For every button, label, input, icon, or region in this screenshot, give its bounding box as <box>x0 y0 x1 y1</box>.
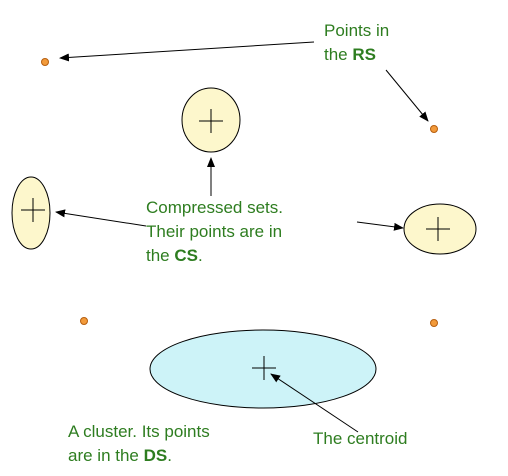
cs-cluster-top <box>181 87 241 153</box>
cs-label-line2: Their points are in <box>146 222 283 241</box>
rs-label-line1: Points in <box>324 21 390 40</box>
arrow-cs-right <box>356 221 404 231</box>
cs-label-line3: the CS. <box>146 246 203 265</box>
arrow-rs-right <box>385 69 429 122</box>
rs-label-line2: the RS <box>324 45 376 64</box>
ds-label-line2: are in the DS. <box>68 446 172 465</box>
rs-point-2 <box>430 125 438 133</box>
rs-point-4 <box>430 319 438 327</box>
rs-label: Points in the RS <box>324 19 389 67</box>
rs-point-3 <box>80 317 88 325</box>
arrow-rs-left <box>59 41 315 62</box>
cs-cluster-right <box>403 203 477 255</box>
arrow-cs-left <box>55 209 147 227</box>
ds-cluster <box>149 329 377 409</box>
ds-label-line1: A cluster. Its points <box>68 422 210 441</box>
cs-keyword: CS <box>174 246 198 265</box>
rs-point-1 <box>41 58 49 66</box>
ds-keyword: DS <box>143 446 168 465</box>
cs-label: Compressed sets. Their points are in the… <box>146 196 283 268</box>
cs-label-line1: Compressed sets. <box>146 198 283 217</box>
ds-label: A cluster. Its points are in the DS. <box>68 420 210 468</box>
arrow-centroid <box>270 373 359 433</box>
centroid-label: The centroid <box>313 429 408 448</box>
cs-cluster-left <box>11 176 51 250</box>
rs-keyword: RS <box>352 45 376 64</box>
